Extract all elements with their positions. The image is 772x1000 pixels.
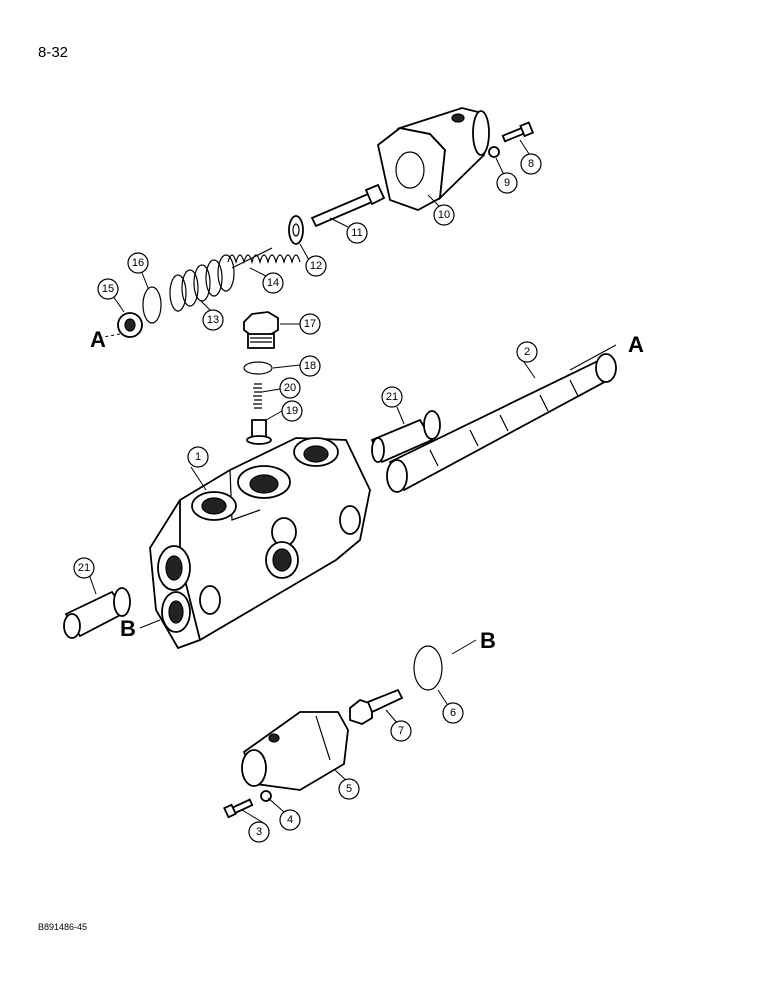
part-11-bolt: [310, 183, 386, 228]
callout-11-text: 11: [351, 227, 362, 239]
callout-20: 20: [279, 377, 301, 399]
reference-b-right: B: [480, 628, 496, 653]
callout-21-left-text: 21: [78, 562, 90, 574]
callout-3: 3: [248, 821, 270, 843]
callout-17: 17: [299, 313, 321, 335]
part-9-washer: [488, 146, 500, 158]
part-17-plug: [243, 311, 279, 349]
part-13-spring: [169, 254, 235, 312]
part-10-cap-housing: [376, 107, 490, 211]
callout-14-text: 14: [267, 277, 279, 289]
callout-6: 6: [442, 702, 464, 724]
callout-4-text: 4: [287, 814, 293, 826]
leader-lines: [88, 139, 617, 823]
reference-b-left: B: [120, 616, 136, 641]
callout-18: 18: [299, 355, 321, 377]
callout-16-text: 16: [132, 257, 144, 269]
part-20-spring: [253, 383, 262, 409]
callout-7-text: 7: [398, 725, 404, 737]
callout-10-text: 10: [438, 209, 450, 221]
part-21-relief-valve-right: [370, 410, 441, 464]
callout-9: 9: [496, 172, 518, 194]
part-19-poppet: [246, 419, 272, 445]
page-number: 8-32: [38, 44, 69, 61]
part-15-retainer: [117, 312, 143, 338]
callout-13: 13: [202, 309, 224, 331]
reference-a-right: A: [628, 332, 644, 357]
callout-18-text: 18: [304, 360, 316, 372]
callout-3-text: 3: [256, 826, 262, 838]
callout-4: 4: [279, 809, 301, 831]
part-7-bolt: [349, 688, 404, 725]
callout-6-text: 6: [450, 707, 456, 719]
callout-5-text: 5: [346, 783, 352, 795]
part-2-spool: [386, 353, 617, 493]
callout-16: 16: [127, 252, 149, 274]
callout-21-right-text: 21: [386, 391, 398, 403]
part-16-o-ring: [142, 286, 162, 324]
part-5-cap-housing: [241, 711, 349, 791]
callout-17-text: 17: [304, 318, 316, 330]
callout-15-text: 15: [102, 283, 114, 295]
callout-5: 5: [338, 778, 360, 800]
figure-code: B891486-45: [38, 922, 88, 932]
part-6-o-ring: [413, 645, 443, 691]
callout-2: 2: [516, 341, 538, 363]
callout-1: 1: [187, 446, 209, 468]
part-1-valve-body: [149, 437, 371, 650]
callout-20-text: 20: [284, 382, 296, 394]
part-3-bolt: [223, 798, 254, 819]
part-14-spring: [227, 247, 301, 269]
callout-12: 12: [305, 255, 327, 277]
callout-19: 19: [281, 400, 303, 422]
callout-21-right: 21: [381, 386, 403, 408]
callout-21-left: 21: [73, 557, 95, 579]
callout-14: 14: [262, 272, 284, 294]
callout-8-text: 8: [528, 158, 534, 170]
callout-1-text: 1: [195, 451, 201, 463]
callout-8: 8: [520, 153, 542, 175]
part-21-relief-valve-left: [63, 587, 131, 639]
callout-2-text: 2: [524, 346, 530, 358]
part-8-bolt: [501, 121, 535, 143]
callout-12-text: 12: [310, 260, 322, 272]
callout-10: 10: [433, 204, 455, 226]
reference-a-left: A: [90, 327, 106, 352]
callout-13-text: 13: [207, 314, 219, 326]
callout-19-text: 19: [286, 405, 298, 417]
callout-7: 7: [390, 720, 412, 742]
part-18-o-ring: [243, 361, 273, 375]
callout-9-text: 9: [504, 177, 510, 189]
part-12-washer: [288, 215, 304, 245]
callout-11: 11: [346, 222, 368, 244]
callout-15: 15: [97, 278, 119, 300]
